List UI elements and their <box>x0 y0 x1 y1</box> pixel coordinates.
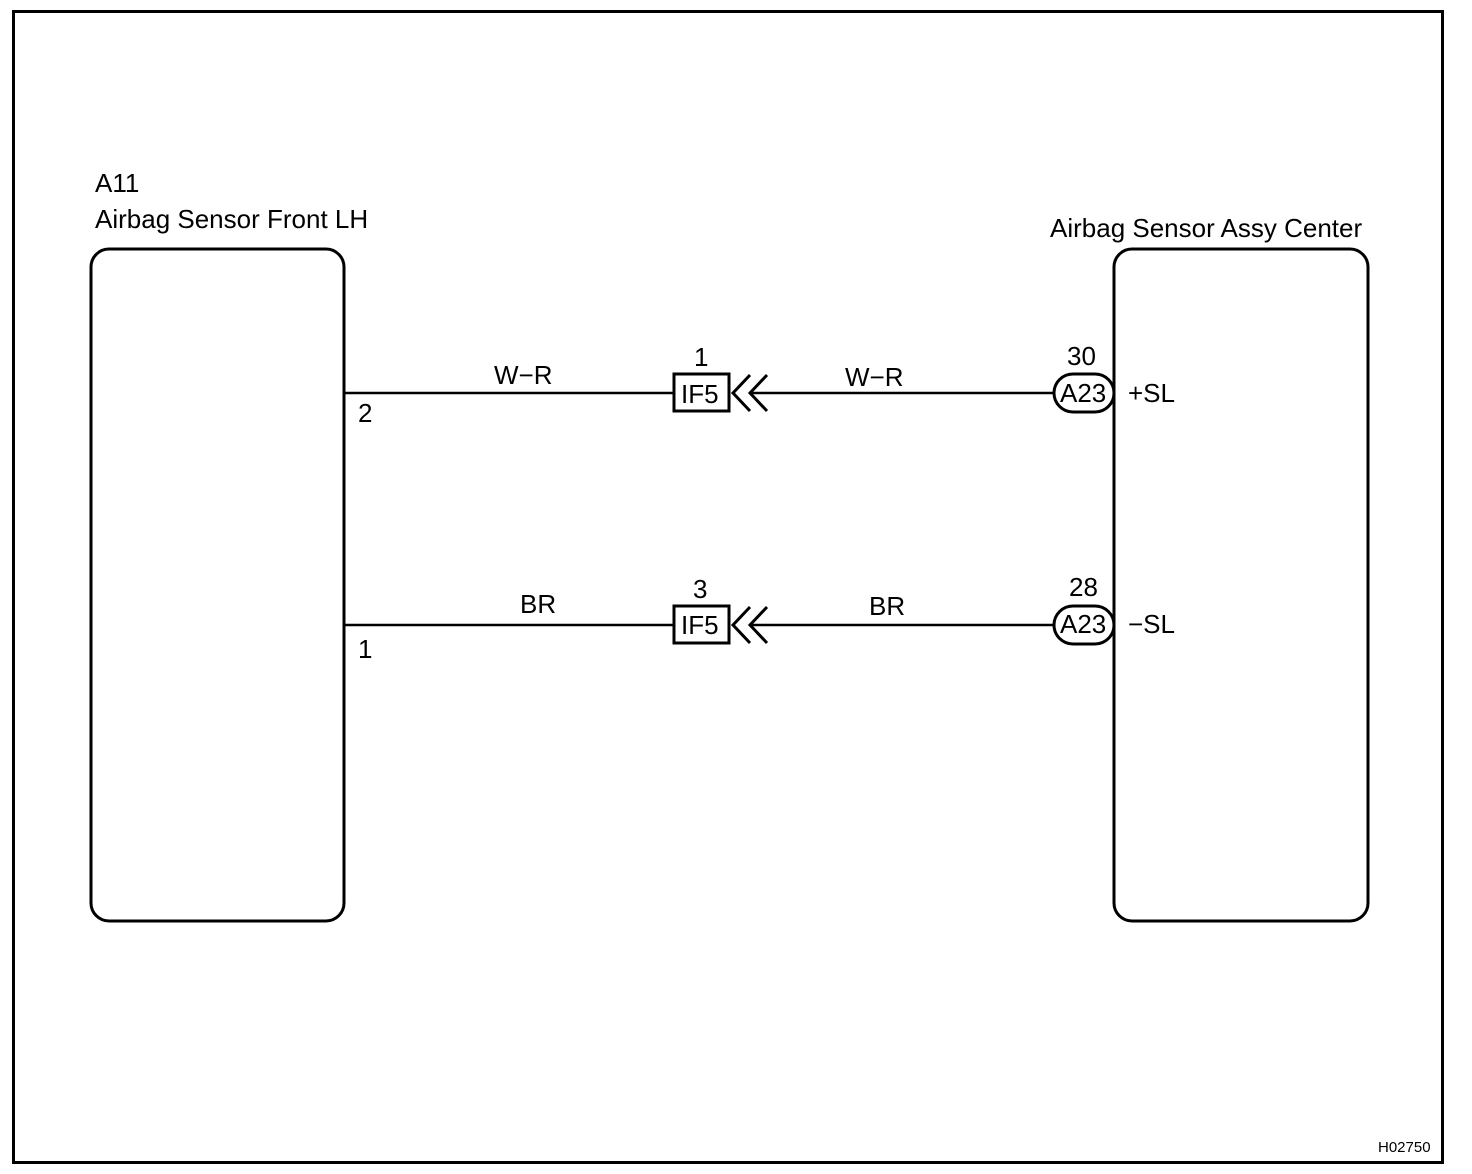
terminal-upper: +SL <box>1128 378 1175 408</box>
right-connector-lower: A23 <box>1060 609 1107 639</box>
right-connector-upper: A23 <box>1060 378 1107 408</box>
connector-pill-lower <box>1052 604 1116 646</box>
junction-box-upper <box>672 372 731 413</box>
connector-pill-upper <box>1052 372 1116 414</box>
left-pin-lower: 1 <box>358 634 373 664</box>
wire-label-lower-left: BR <box>520 589 557 619</box>
junction-box-lower <box>672 604 731 645</box>
junction-pin-upper: 1 <box>694 342 709 372</box>
wire-label-lower-right: BR <box>869 591 906 621</box>
diagram-id: H02750 <box>1378 1139 1431 1156</box>
left-component-name: Airbag Sensor Front LH <box>95 204 369 234</box>
wire-label-upper-right: W−R <box>845 362 904 392</box>
left-pin-upper: 2 <box>358 398 373 428</box>
terminal-lower: −SL <box>1128 609 1175 639</box>
right-component-name: Airbag Sensor Assy Center <box>1050 213 1363 243</box>
junction-connector-upper: IF5 <box>681 379 719 409</box>
left-component-code: A11 <box>95 168 140 198</box>
connector-arrow-lower-1 <box>730 605 752 645</box>
right-component-box <box>1112 247 1370 923</box>
diagram-frame <box>12 10 1444 1164</box>
junction-pin-lower: 3 <box>693 574 708 604</box>
right-pin-lower: 28 <box>1069 572 1098 602</box>
connector-arrow-upper-1 <box>730 373 752 413</box>
right-pin-upper: 30 <box>1067 341 1096 371</box>
junction-connector-lower: IF5 <box>681 610 719 640</box>
wire-label-upper-left: W−R <box>494 360 553 390</box>
left-component-box <box>89 247 346 923</box>
